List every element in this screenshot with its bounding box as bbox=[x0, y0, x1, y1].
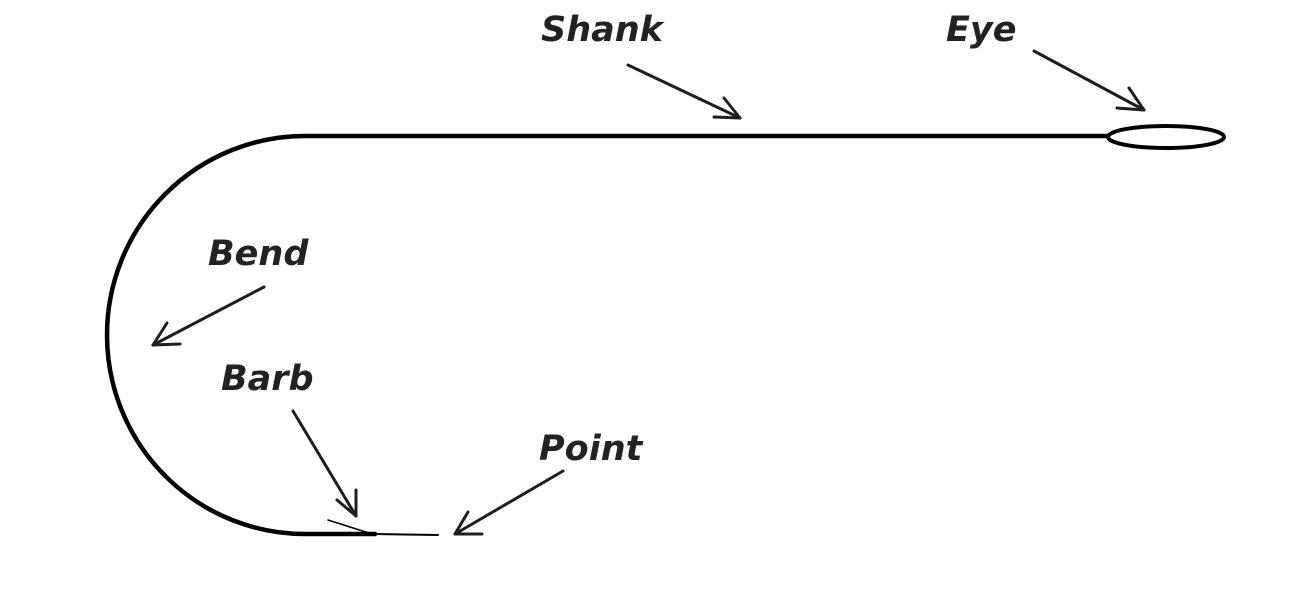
eye-arrow bbox=[1032, 49, 1146, 112]
label-bend: Bend bbox=[208, 234, 309, 274]
label-shank: Shank bbox=[541, 10, 666, 50]
label-barb: Barb bbox=[221, 359, 314, 399]
hook-point bbox=[374, 533, 439, 536]
bend-arrow bbox=[151, 285, 266, 347]
shank-arrow bbox=[626, 63, 742, 120]
hook-eye bbox=[1106, 124, 1226, 150]
point-arrow bbox=[453, 469, 565, 536]
label-eye: Eye bbox=[946, 10, 1016, 50]
label-point: Point bbox=[539, 429, 644, 469]
barb-arrow bbox=[291, 409, 358, 518]
hook-barb bbox=[327, 519, 373, 535]
hook-shank-and-bend bbox=[104, 133, 1111, 537]
